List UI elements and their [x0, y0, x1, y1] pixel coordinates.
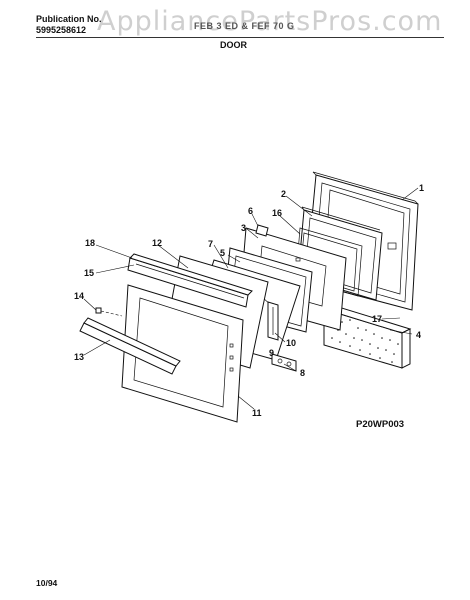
clip-part: [255, 224, 269, 237]
callout-8: 8: [300, 368, 305, 378]
figure-code: P20WP003: [356, 419, 405, 430]
publication-number: 5995258612: [36, 25, 87, 35]
callout-12: 12: [152, 238, 162, 248]
insulation-block: [322, 304, 412, 369]
callout-14: 14: [74, 291, 84, 301]
section-title: DOOR: [220, 40, 247, 50]
callout-17: 17: [372, 314, 382, 324]
handle-screw: [95, 307, 123, 317]
footer-date: 10/94: [36, 578, 58, 588]
callout-16: 16: [272, 208, 282, 218]
callout-1: 1: [419, 183, 424, 193]
callout-9: 9: [269, 348, 274, 358]
callout-7: 7: [208, 239, 213, 249]
hinge-bracket: [267, 301, 279, 341]
hinge-part: [271, 353, 297, 372]
callout-11: 11: [252, 408, 262, 418]
watermark: AppliancePartsPros.com: [97, 6, 443, 37]
callout-numbers: 1 2 3 4 5 6 7 8 9 10 11 12 13 14 15 16 1…: [74, 183, 424, 418]
callout-10: 10: [286, 338, 296, 348]
callout-6: 6: [248, 206, 253, 216]
callout-2: 2: [281, 189, 286, 199]
front-door-frame: [121, 284, 244, 423]
publication-label: Publication No.: [36, 14, 102, 24]
model-text: FEB 3 ED & FEF 70 G: [194, 21, 295, 31]
top-trim-strip: [127, 253, 253, 308]
callout-13: 13: [74, 352, 84, 362]
callout-5: 5: [220, 248, 225, 258]
callout-3: 3: [241, 223, 246, 233]
callout-4: 4: [416, 330, 421, 340]
door-handle: [79, 317, 181, 375]
leader-lines: [83, 187, 419, 410]
header-rule: [36, 37, 444, 38]
callout-15: 15: [84, 268, 94, 278]
callout-18: 18: [85, 238, 95, 248]
